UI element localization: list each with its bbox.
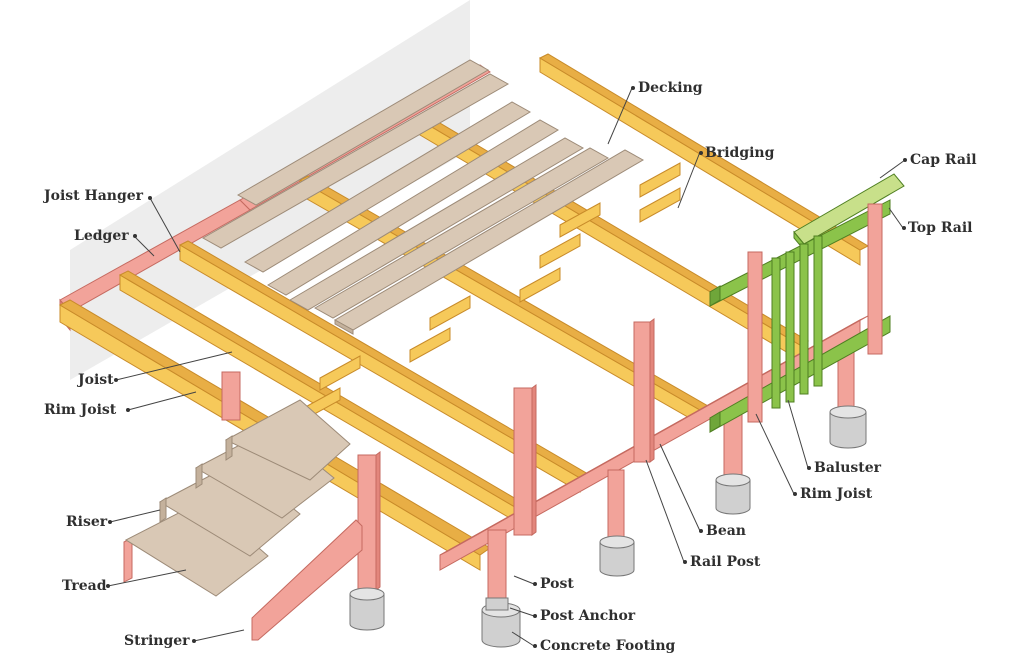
decking-boards <box>201 59 645 335</box>
leader-dot <box>106 584 110 588</box>
railing <box>709 173 905 433</box>
leader-dot <box>133 234 137 238</box>
label-stringer: Stringer <box>124 633 190 649</box>
leader-dot <box>108 520 112 524</box>
leader-dot <box>699 151 703 155</box>
leader-dot <box>807 466 811 470</box>
label-tread: Tread <box>62 578 107 594</box>
stringer-board <box>251 519 363 641</box>
label-ledger: Ledger <box>74 228 129 244</box>
label-decking: Decking <box>638 80 703 96</box>
leader-dot <box>699 529 703 533</box>
label-bridging: Bridging <box>705 145 775 161</box>
leader-dot <box>902 226 906 230</box>
label-post-anchor: Post Anchor <box>540 608 636 624</box>
label-cap-rail: Cap Rail <box>910 152 977 168</box>
label-concrete-footing: Concrete Footing <box>540 638 676 654</box>
leader-dot <box>793 492 797 496</box>
leader-dot <box>631 86 635 90</box>
rail-posts <box>221 318 655 591</box>
leader-dot <box>126 408 130 412</box>
post-anchor <box>485 597 509 611</box>
label-bean: Bean <box>706 523 746 539</box>
label-top-rail: Top Rail <box>908 220 973 236</box>
label-post: Post <box>540 576 574 592</box>
leader-lines <box>107 87 906 647</box>
label-baluster: Baluster <box>814 460 882 476</box>
label-rail-post: Rail Post <box>690 554 761 570</box>
leader-dot <box>903 158 907 162</box>
leader-dot <box>683 560 687 564</box>
bridging-blocks <box>299 162 681 423</box>
label-joist-hanger: Joist Hanger <box>44 188 144 204</box>
label-rim-joist-right: Rim Joist <box>800 486 873 502</box>
leader-dot <box>533 644 537 648</box>
concrete-footings <box>349 405 867 648</box>
label-rim-joist-left: Rim Joist <box>44 402 117 418</box>
label-riser: Riser <box>66 514 108 530</box>
leader-dot <box>533 614 537 618</box>
label-joist: Joist <box>78 372 114 388</box>
leader-dot <box>148 196 152 200</box>
leader-dot <box>533 582 537 586</box>
leader-dot <box>192 639 196 643</box>
leader-dot <box>114 378 118 382</box>
stairs <box>123 399 363 641</box>
